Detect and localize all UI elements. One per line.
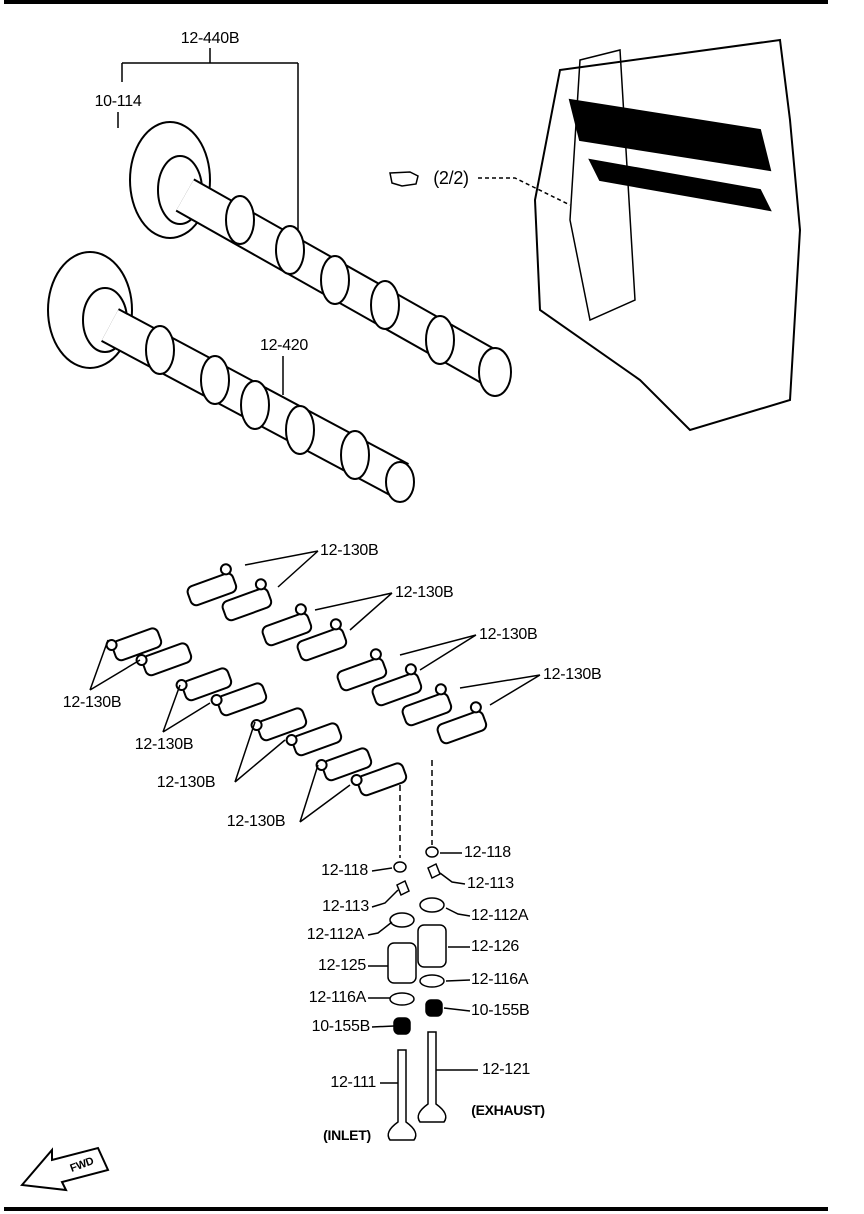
exhaust-camshaft [129, 121, 512, 397]
intake-camshaft [47, 251, 415, 503]
label-seal-right: 10-155B [471, 1002, 530, 1019]
engine-block [533, 38, 802, 432]
label-upper-seat-left: 12-112A [306, 926, 365, 943]
rocker-arms [105, 563, 488, 797]
label-rocker-arm: 12-130B [479, 626, 538, 643]
valve-leaders [367, 852, 478, 1084]
leader-2-2 [478, 177, 571, 206]
hand-pointer-icon [389, 171, 419, 187]
label-key-right: 12-113 [467, 875, 514, 892]
label-inlet-valve: 12-111 [330, 1074, 376, 1091]
leader-12-440B [121, 48, 299, 250]
label-rocker-arm: 12-130B [156, 774, 216, 791]
label-exhaust: (EXHAUST) [471, 1102, 545, 1118]
label-rocker-arm: 12-130B [134, 736, 194, 753]
label-spring-inlet: 12-125 [317, 957, 366, 974]
label-lower-seat-left: 12-116A [308, 989, 367, 1006]
label-reference: (2/2) [433, 168, 469, 188]
label-seal-left: 10-155B [311, 1018, 371, 1035]
rocker-leaders [89, 550, 541, 823]
label-rocker-arm: 12-130B [543, 666, 602, 683]
label-spring-exhaust: 12-126 [471, 938, 520, 955]
label-camshaft-pin: 10-114 [94, 93, 142, 110]
label-rocker-arm: 12-130B [320, 542, 379, 559]
fwd-arrow-icon [20, 1146, 110, 1192]
label-rocker-arm: 12-130B [395, 584, 454, 601]
label-lash-adjuster-left: 12-118 [321, 862, 368, 879]
label-inlet: (INLET) [323, 1127, 371, 1143]
label-exhaust-valve: 12-121 [482, 1061, 531, 1078]
label-rocker-arm: 12-130B [226, 813, 286, 830]
label-intake-camshaft: 12-420 [259, 337, 309, 354]
label-lower-seat-right: 12-116A [471, 971, 529, 988]
label-key-left: 12-113 [322, 898, 369, 915]
label-rocker-arm: 12-130B [62, 694, 122, 711]
label-exhaust-camshaft: 12-440B [180, 30, 240, 47]
valve-parts [387, 846, 447, 1141]
label-lash-adjuster-right: 12-118 [464, 844, 511, 861]
label-upper-seat-right: 12-112A [471, 907, 529, 924]
